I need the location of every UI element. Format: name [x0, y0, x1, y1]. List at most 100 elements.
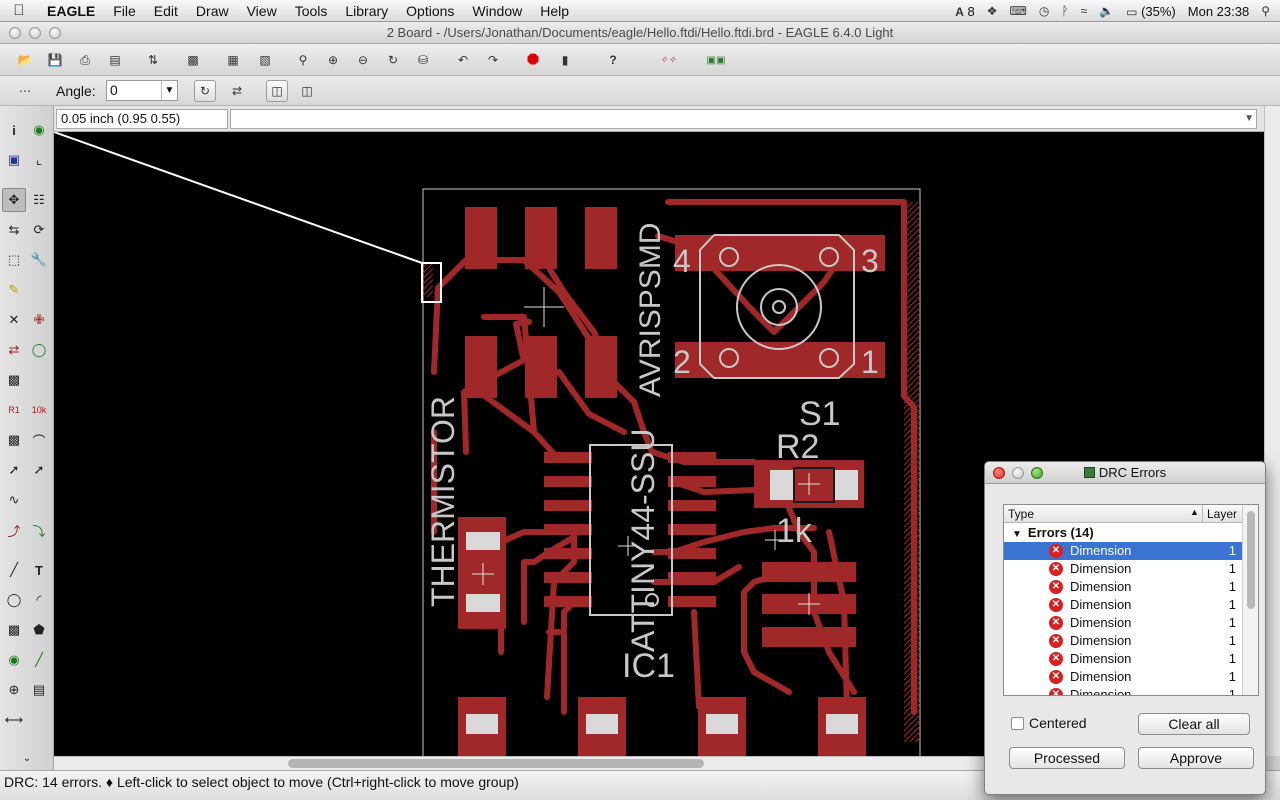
menu-draw[interactable]: Draw — [195, 2, 229, 19]
polygon-icon[interactable]: ⬟ — [33, 622, 45, 637]
menu-edit[interactable]: Edit — [153, 2, 178, 19]
dimension-icon[interactable]: ⟷ — [4, 712, 24, 727]
zoom-icon[interactable] — [1031, 467, 1043, 479]
apple-menu-icon[interactable]:  — [0, 2, 38, 19]
zoom-select-icon[interactable]: ⛁ — [417, 53, 429, 67]
error-row[interactable]: ✕ Dimension 1 — [1004, 650, 1242, 668]
chevron-down-icon[interactable]: ⌄ — [22, 752, 32, 764]
horizontal-scroll-thumb[interactable] — [288, 759, 704, 768]
text-icon[interactable]: T — [35, 562, 43, 578]
wifi-icon[interactable]: ≈ — [1080, 4, 1088, 18]
layout-single-icon[interactable]: ◫ — [266, 80, 288, 102]
switch-schematic-icon[interactable]: ⇅ — [147, 53, 159, 67]
optimize-wire-icon[interactable]: ➚ — [33, 462, 45, 477]
pcb-quote-icon[interactable]: ▣▣ — [706, 54, 726, 66]
bluetooth-icon[interactable]: ᚹ — [1061, 4, 1069, 18]
hole-icon[interactable]: ⊕ — [8, 682, 20, 697]
add-icon[interactable]: ✙ — [33, 312, 45, 327]
name-icon[interactable]: R1 — [8, 405, 20, 415]
circle-icon[interactable]: ◯ — [6, 592, 22, 607]
wire-icon[interactable]: ╱ — [10, 562, 18, 577]
show-icon[interactable]: ◉ — [33, 122, 45, 137]
error-row[interactable]: ✕ Dimension 1 — [1004, 686, 1242, 695]
delete-icon[interactable]: ✕ — [8, 312, 20, 327]
print-icon[interactable]: ⎙ — [80, 52, 90, 67]
angle-select[interactable]: 0 ▼ — [106, 80, 178, 101]
drc-table-scrollbar[interactable] — [1242, 505, 1258, 695]
design-link-icon[interactable]: ✧✧ — [659, 54, 677, 66]
group-icon[interactable]: ⬚ — [7, 252, 21, 267]
error-row[interactable]: ✕ Dimension 1 — [1004, 596, 1242, 614]
zoom-window-button[interactable] — [49, 27, 61, 39]
ripup-icon[interactable]: ⤵ — [32, 523, 46, 539]
zoom-out-icon[interactable]: ⊖ — [357, 53, 369, 67]
script-icon[interactable]: ▦ — [227, 53, 239, 67]
command-line-input[interactable]: ▼ — [230, 109, 1257, 129]
copy-icon[interactable]: ☷ — [33, 192, 45, 207]
drc-table-scroll-thumb[interactable] — [1247, 511, 1255, 609]
menu-help[interactable]: Help — [540, 2, 570, 19]
adobe-menu[interactable]: A 8 — [955, 3, 975, 19]
error-row[interactable]: ✕ Dimension 1 — [1004, 668, 1242, 686]
lock-icon[interactable]: ◯ — [31, 342, 47, 357]
go-icon[interactable]: ▮ — [561, 53, 569, 67]
save-icon[interactable]: 💾 — [47, 53, 63, 67]
meander-icon[interactable]: ∿ — [8, 492, 20, 507]
time-machine-icon[interactable]: ◷ — [1038, 4, 1050, 18]
close-icon[interactable] — [993, 467, 1005, 479]
move-icon[interactable]: ✥ — [2, 188, 26, 212]
column-layer[interactable]: Layer — [1202, 505, 1242, 523]
paste-icon[interactable]: ✎ — [8, 282, 20, 297]
rotate-text-icon[interactable]: ↻ — [194, 80, 216, 102]
mark-icon[interactable]: ⌞ — [35, 152, 43, 167]
mirror-text-icon[interactable]: ⇄ — [231, 84, 243, 98]
horizontal-scrollbar[interactable] — [54, 756, 1264, 770]
route-icon[interactable]: ⤴ — [7, 523, 21, 539]
attribute-icon[interactable]: ▤ — [32, 682, 46, 697]
column-type[interactable]: Type — [1008, 507, 1035, 521]
processed-button[interactable]: Processed — [1009, 747, 1125, 769]
optimize-icon[interactable]: ▩ — [7, 372, 21, 387]
grid-icon[interactable]: ⋯ — [19, 84, 31, 98]
error-row[interactable]: ✕ Dimension 1 — [1004, 560, 1242, 578]
centered-checkbox[interactable] — [1011, 717, 1024, 730]
change-icon[interactable]: 🔧 — [30, 252, 48, 267]
menu-app[interactable]: EAGLE — [47, 2, 96, 19]
approve-button[interactable]: Approve — [1138, 747, 1254, 769]
clock[interactable]: Mon 23:38 — [1187, 3, 1250, 19]
error-row[interactable]: ✕ Dimension 1 — [1004, 578, 1242, 596]
smash-icon[interactable]: ▩ — [7, 432, 21, 447]
error-row[interactable]: ✕ Dimension 1 — [1004, 632, 1242, 650]
redraw-icon[interactable]: ↻ — [387, 53, 399, 67]
miter-icon[interactable]: ⌒ — [32, 433, 46, 449]
via-icon[interactable]: ◉ — [8, 652, 20, 667]
help-icon[interactable]: ? — [609, 53, 617, 67]
minimize-window-button[interactable] — [29, 27, 41, 39]
chevron-down-icon[interactable]: ▼ — [1244, 113, 1254, 124]
menu-options[interactable]: Options — [406, 2, 455, 19]
close-window-button[interactable] — [9, 27, 21, 39]
drc-error-table[interactable]: Type ▲ Layer ▼Errors (14) ✕ Dimension 1 … — [1003, 504, 1259, 696]
menu-window[interactable]: Window — [472, 2, 523, 19]
volume-icon[interactable]: 🔈 — [1099, 4, 1115, 18]
error-row[interactable]: ✕ Dimension 1 — [1004, 542, 1242, 560]
info-icon[interactable]: i — [12, 122, 16, 138]
rectangle-icon[interactable]: ▩ — [7, 622, 21, 637]
redo-icon[interactable]: ↷ — [487, 53, 499, 67]
value-icon[interactable]: 10k — [31, 405, 47, 415]
error-row[interactable]: ✕ Dimension 1 — [1004, 614, 1242, 632]
spotlight-icon[interactable]: ⚲ — [1261, 4, 1270, 18]
zoom-fit-icon[interactable]: ⚲ — [298, 53, 308, 67]
stop-icon[interactable]: ⯃ — [526, 51, 539, 69]
library-icon[interactable]: ▩ — [187, 53, 199, 67]
layout-split-icon[interactable]: ◫ — [301, 84, 313, 98]
battery-status[interactable]: ▭ (35%) — [1126, 3, 1176, 19]
open-icon[interactable]: 📂 — [17, 53, 33, 67]
minimize-icon[interactable] — [1012, 467, 1024, 479]
undo-icon[interactable]: ↶ — [457, 53, 469, 67]
split-icon[interactable]: ➚ — [8, 462, 20, 477]
menu-file[interactable]: File — [113, 2, 136, 19]
menu-library[interactable]: Library — [345, 2, 389, 19]
errors-group-row[interactable]: ▼Errors (14) — [1012, 525, 1094, 540]
menu-tools[interactable]: Tools — [294, 2, 328, 19]
